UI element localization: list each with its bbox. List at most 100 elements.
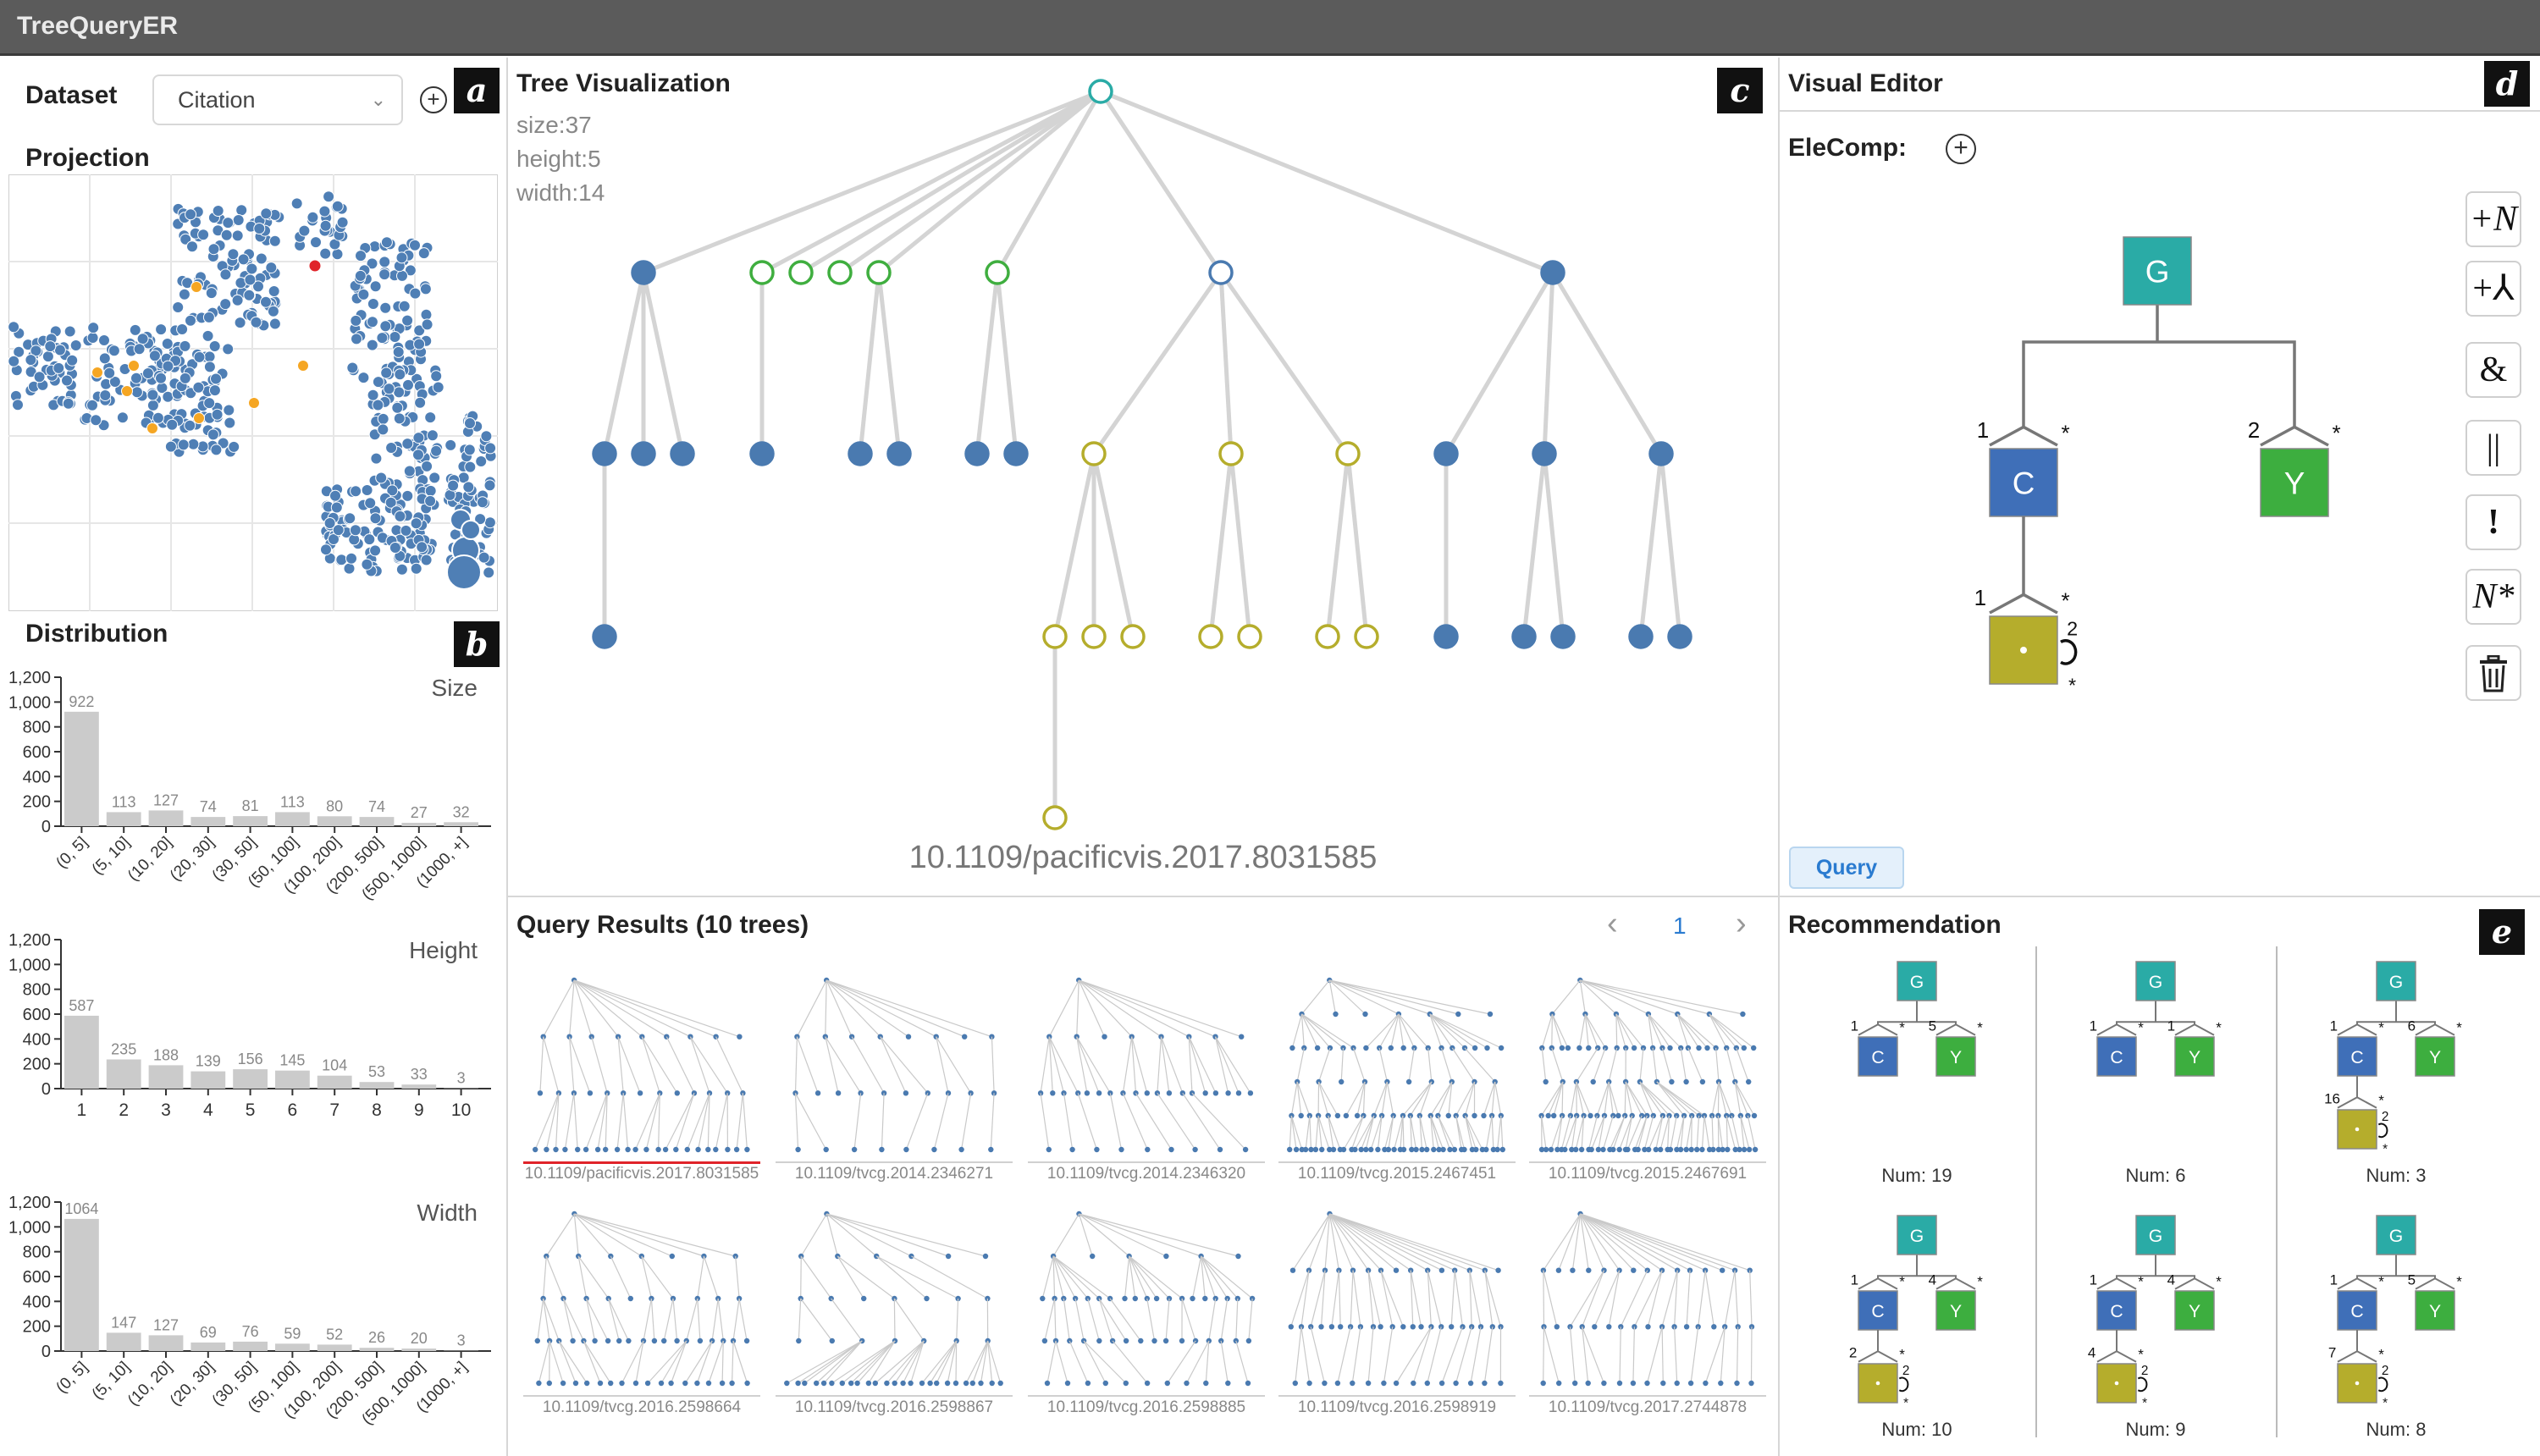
add-node-tool[interactable]: +N [2465,191,2521,247]
trash-icon[interactable] [2465,645,2521,701]
tree-node[interactable] [1667,624,1692,649]
add-branch-tool[interactable]: +⅄ [2465,261,2521,317]
pattern-node-g[interactable] [2135,1215,2176,1255]
tree-node[interactable] [827,260,853,285]
repeat-node-tool[interactable]: N* [2465,569,2521,625]
tree-node[interactable] [592,624,617,649]
add-dataset-icon[interactable]: + [420,86,447,113]
tree-node[interactable] [1540,260,1565,285]
pattern-node-c[interactable] [1858,1036,1898,1077]
pattern-node-g[interactable] [2123,236,2192,306]
or-tool[interactable]: || [2465,420,2521,476]
result-doi-label[interactable]: 10.1109/tvcg.2015.2467451 [1297,1165,1497,1183]
result-doi-label[interactable]: 10.1109/tvcg.2016.2598885 [1046,1398,1246,1416]
pattern-node-y[interactable] [2174,1290,2215,1331]
result-doi-label[interactable]: 10.1109/tvcg.2016.2598867 [794,1398,994,1416]
selected-point[interactable] [308,259,322,273]
result-thumbnail[interactable] [776,973,1013,1185]
tree-node[interactable] [788,260,814,285]
tree-node[interactable] [1042,805,1068,830]
tree-node[interactable] [670,441,695,466]
tree-node[interactable] [964,441,990,466]
pattern-node-g[interactable] [2135,961,2176,1001]
tree-node[interactable] [1208,260,1234,285]
tree-node[interactable] [1218,441,1244,466]
tree-node[interactable] [749,260,775,285]
tree-node[interactable] [1628,624,1654,649]
tree-node[interactable] [592,441,617,466]
tree-node[interactable] [631,260,656,285]
add-elecomp-icon[interactable]: + [1946,134,1976,164]
prev-page-button[interactable]: ‹ [1607,906,1618,941]
tree-node[interactable] [985,260,1010,285]
page-number[interactable]: 1 [1673,913,1687,939]
tree-node[interactable] [848,441,873,466]
tree-node[interactable] [1335,441,1361,466]
result-doi-label[interactable]: 10.1109/tvcg.2016.2598919 [1297,1398,1497,1416]
tree-node[interactable] [1433,624,1459,649]
result-thumbnail[interactable] [523,973,760,1185]
result-thumbnail[interactable] [1028,1207,1265,1419]
result-thumbnail[interactable] [1529,1207,1766,1419]
result-thumbnail[interactable] [1278,973,1516,1185]
tree-node[interactable] [1354,624,1379,649]
pattern-node-c[interactable] [2096,1036,2137,1077]
result-doi-label[interactable]: 10.1109/tvcg.2016.2598664 [542,1398,742,1416]
tree-node[interactable] [1081,441,1107,466]
result-thumbnail[interactable] [776,1207,1013,1419]
tree-visualization[interactable] [508,59,1778,894]
tree-node[interactable] [1550,624,1576,649]
result-doi-label[interactable]: 10.1109/tvcg.2017.2744878 [1548,1398,1748,1416]
tree-node[interactable] [1532,441,1557,466]
result-thumbnail[interactable] [1028,973,1265,1185]
tree-node[interactable] [749,441,775,466]
tree-node[interactable] [1315,624,1340,649]
pattern-node-y[interactable] [2260,448,2329,517]
pattern-node-c[interactable] [2337,1036,2377,1077]
result-doi-label[interactable]: 10.1109/tvcg.2014.2346320 [1046,1165,1246,1183]
result-doi-label[interactable]: 10.1109/pacificvis.2017.8031585 [524,1165,759,1183]
tree-node[interactable] [1433,441,1459,466]
tree-node[interactable] [1648,441,1674,466]
tree-node[interactable] [1081,624,1107,649]
next-page-button[interactable]: › [1736,906,1747,941]
pattern-node-g[interactable] [1897,1215,1937,1255]
tree-node[interactable] [1088,79,1113,104]
pattern-node-c[interactable] [1858,1290,1898,1331]
tree-node[interactable] [631,441,656,466]
tree-node[interactable] [1120,624,1146,649]
pattern-node-y[interactable] [1935,1036,1976,1077]
pattern-node-y[interactable] [2415,1036,2455,1077]
pattern-node-y[interactable] [2174,1036,2215,1077]
pattern-node-c[interactable] [1989,448,2058,517]
result-doi-label[interactable]: 10.1109/tvcg.2015.2467691 [1548,1165,1748,1183]
tree-node[interactable] [866,260,892,285]
query-button[interactable]: Query [1789,847,1904,889]
projection-scatterplot[interactable] [8,174,498,611]
pattern-node-g[interactable] [2376,961,2416,1001]
tree-node[interactable] [1237,624,1262,649]
tree-node[interactable] [1003,441,1029,466]
tree-node[interactable] [1511,624,1537,649]
tree-node[interactable] [1198,624,1223,649]
pattern-node-y[interactable] [1935,1290,1976,1331]
tree-node[interactable] [1042,624,1068,649]
dataset-select[interactable]: Citation ⌄ [152,74,403,125]
pattern-node-g[interactable] [2376,1215,2416,1255]
result-thumbnail[interactable] [523,1207,760,1419]
result-doi-label[interactable]: 10.1109/tvcg.2014.2346271 [794,1165,994,1183]
result-thumbnail[interactable] [1278,1207,1516,1419]
pattern-node-g[interactable] [1897,961,1937,1001]
not-tool[interactable]: ! [2465,494,2521,550]
tree-node[interactable] [886,441,912,466]
and-tool[interactable]: & [2465,342,2521,398]
result-thumbnail[interactable] [1529,973,1766,1185]
